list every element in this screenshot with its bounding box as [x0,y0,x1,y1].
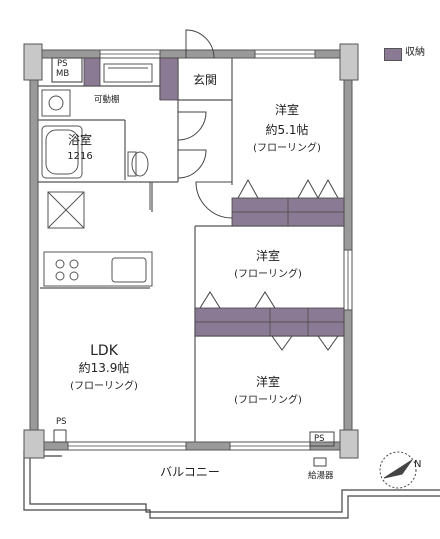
bedroom2-name: 洋室 [255,249,281,263]
balcony-name: バルコニー [160,465,220,479]
legend-swatch [384,48,402,61]
ldk-size: 約13.9帖 [78,361,130,375]
water-heater-label: 給湯器 [308,471,334,481]
ldk-name: LDK [90,343,118,359]
window-lines [68,53,349,447]
bedroom2-floor: (フローリング) [234,269,302,280]
closet-doors [199,178,339,351]
bathtub [41,125,83,179]
swing-doors [149,29,233,219]
entrance-name: 玄関 [192,73,218,87]
bedroom3-name: 洋室 [255,375,281,389]
fridge-space [47,191,85,229]
bath-size: 1216 [67,151,93,162]
bedroom1-floor: (フローリング) [253,143,321,154]
compass-icon [379,451,417,489]
kitchen-counter [43,251,153,287]
bedroom1-name: 洋室 [274,103,300,117]
compass-label: N [414,459,422,470]
toilet [127,151,149,177]
washing-machine [103,63,153,83]
bedroom3-floor: (フローリング) [234,395,302,406]
washbasin [41,89,71,117]
balcony-outline [23,450,440,519]
ps-boxes [53,429,335,467]
storage-dividers [195,198,344,336]
ps-label-right: PS [314,434,325,444]
bath-name: 浴室 [67,133,93,147]
bedroom1-size: 約5.1帖 [265,123,309,137]
ldk-floor: (フローリング) [70,381,138,392]
ps-label-top: PS [57,59,68,69]
ps-label-left: PS [56,417,67,427]
mb-label: MB [56,69,70,79]
outer-walls [23,43,359,459]
legend-label: 収納 [405,47,425,58]
shelf-label: 可動棚 [94,95,120,105]
